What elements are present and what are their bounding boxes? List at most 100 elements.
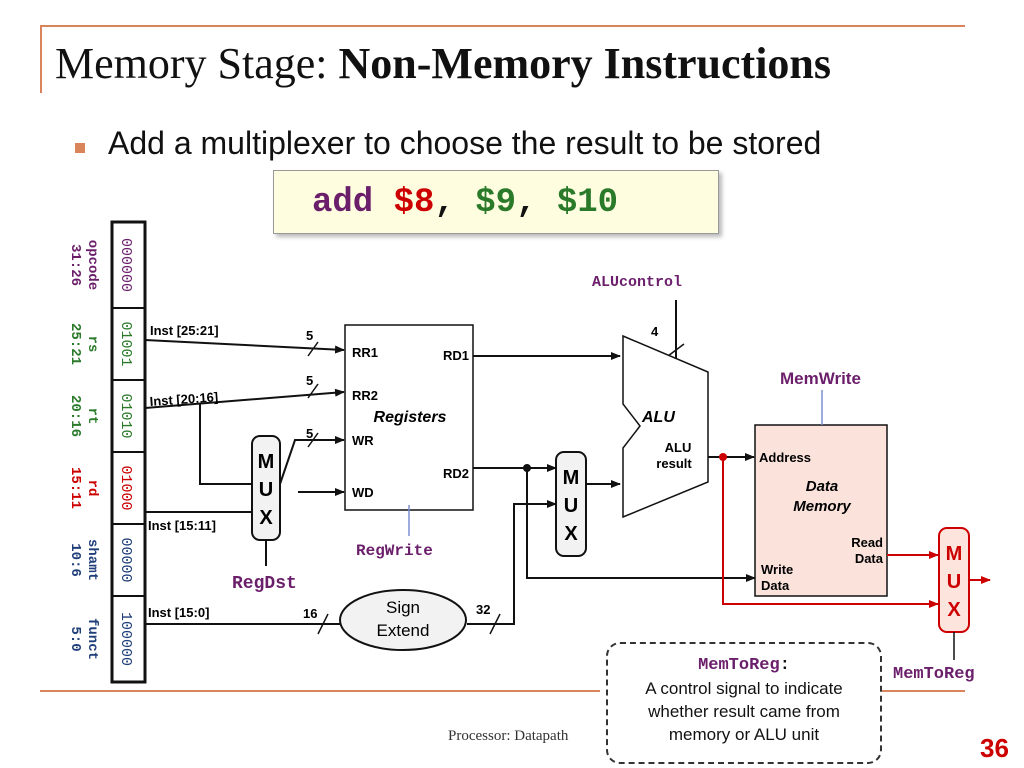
junction-rd2	[523, 464, 531, 472]
note-line-1: A control signal to indicate	[645, 679, 843, 698]
note-title-text: MemToReg	[698, 656, 780, 675]
note-title-colon: :	[779, 656, 790, 675]
alu-name: ALU	[641, 409, 675, 426]
field-bits-funct: 100000	[117, 612, 134, 666]
width-16: 16	[303, 606, 317, 621]
reg-rr2: RR2	[352, 388, 378, 403]
instr-rs: $9	[475, 184, 517, 222]
frame-left-rule	[40, 25, 42, 93]
regdst-label: RegDst	[232, 574, 297, 594]
field-bits-rs: 01001	[117, 321, 134, 366]
tick-rr1	[307, 341, 319, 357]
regdst-mux-u: U	[259, 479, 273, 501]
reg-name: Registers	[374, 409, 447, 426]
instruction-box	[273, 170, 719, 234]
data-memory-box	[754, 424, 888, 597]
reg-wd: WD	[352, 485, 374, 500]
instr-sep1: ,	[434, 184, 476, 222]
mem-read-1: Read	[851, 535, 883, 550]
reg-wr: WR	[352, 433, 374, 448]
field-range-rd: 15:11	[67, 467, 83, 509]
field-bits-shamt: 00000	[117, 537, 134, 582]
alu-body	[622, 334, 709, 519]
field-range-shamt: 10:6	[67, 543, 83, 577]
regwrite-label: RegWrite	[356, 542, 433, 560]
alusrc-mux: M U X	[555, 451, 587, 557]
wire-label-15-11: Inst [15:11]	[148, 518, 216, 533]
alusrc-mux-body	[555, 451, 587, 557]
field-range-opcode: 31:26	[67, 244, 83, 286]
mem-write-2: Data	[761, 578, 790, 593]
memtoreg-mux: M U X	[938, 527, 970, 633]
instr-sep2: ,	[516, 184, 557, 222]
memtoreg-mux-x: X	[947, 599, 961, 621]
wire-alu-result-mux	[722, 457, 939, 608]
field-name-rd: rd	[84, 480, 100, 497]
reg-rd1: RD1	[443, 348, 469, 363]
alu-result-2: result	[656, 456, 692, 471]
alusrc-mux-m: M	[563, 467, 580, 489]
wire-rt-mux	[199, 404, 252, 485]
regdst-mux: M U X	[251, 435, 281, 541]
register-output-wires	[467, 300, 756, 625]
memtoreg-label: MemToReg	[893, 665, 975, 684]
frame-top-rule	[40, 25, 965, 27]
sign-extend-line2: Extend	[377, 621, 430, 640]
mem-read-2: Data	[855, 551, 884, 566]
sign-extend-line1: Sign	[386, 598, 420, 617]
memtoreg-mux-u: U	[947, 571, 961, 593]
sign-extend-body	[339, 589, 467, 651]
note-line-2: whether result came from	[648, 702, 840, 721]
sign-extend: Sign Extend	[339, 589, 467, 651]
frame-bottom-rule-right	[880, 690, 965, 692]
tick-wr	[307, 432, 319, 448]
wire-label-20-16: Inst [20:16]	[149, 389, 219, 409]
alu: ALU ALU result	[622, 334, 709, 519]
field-bits-rd: 01000	[117, 465, 134, 510]
bullet-text: Add a multiplexer to choose the result t…	[108, 125, 822, 161]
note-body: A control signal to indicate whether res…	[608, 677, 880, 746]
memtoreg-wires	[722, 457, 991, 608]
field-bits-rt: 01010	[117, 393, 134, 438]
wire-rs-rr1	[144, 339, 345, 354]
width-rr2: 5	[306, 373, 313, 388]
field-name-rs: rs	[84, 336, 100, 353]
field-name-shamt: shamt	[84, 539, 100, 581]
memwrite-label: MemWrite	[780, 369, 861, 388]
width-32: 32	[476, 602, 490, 617]
mem-title-1: Data	[806, 478, 839, 495]
junction-alu-result	[719, 453, 727, 461]
width-4: 4	[651, 324, 659, 339]
instr-op: add	[312, 184, 374, 222]
register-file: RR1 RR2 WR WD RD1 RD2 Registers	[344, 324, 474, 511]
alusrc-mux-u: U	[564, 495, 578, 517]
page-number: 36	[980, 733, 1009, 763]
instruction-text: add $8, $9, $10	[312, 184, 618, 222]
width-wr: 5	[306, 426, 313, 441]
alusrc-mux-x: X	[564, 523, 578, 545]
width-rr1: 5	[306, 328, 313, 343]
register-file-box	[344, 324, 474, 511]
note-title: MemToReg:	[608, 656, 880, 675]
instr-rd: $8	[393, 184, 435, 222]
tick-rr2	[307, 383, 319, 399]
field-name-funct: funct	[84, 618, 100, 660]
reg-rd2: RD2	[443, 466, 469, 481]
frame-bottom-rule	[40, 690, 600, 692]
title-normal: Memory Stage:	[55, 39, 339, 88]
field-range-funct: 5:0	[67, 626, 83, 651]
mem-write-1: Write	[761, 562, 793, 577]
memtoreg-note: MemToReg: A control signal to indicate w…	[606, 642, 882, 764]
regdst-mux-body	[251, 435, 281, 541]
field-range-rt: 20:16	[67, 395, 83, 437]
field-bits-opcode: 000000	[117, 238, 134, 292]
title-bold: Non-Memory Instructions	[338, 39, 832, 88]
note-line-3: memory or ALU unit	[668, 725, 820, 744]
alu-result-1: ALU	[665, 440, 692, 455]
regdst-mux-x: X	[259, 507, 273, 529]
mem-title-2: Memory	[793, 498, 851, 515]
field-name-rt: rt	[84, 408, 100, 425]
field-range-rs: 25:21	[67, 323, 83, 365]
slide-title: Memory Stage: Non-Memory Instructions	[55, 38, 831, 89]
